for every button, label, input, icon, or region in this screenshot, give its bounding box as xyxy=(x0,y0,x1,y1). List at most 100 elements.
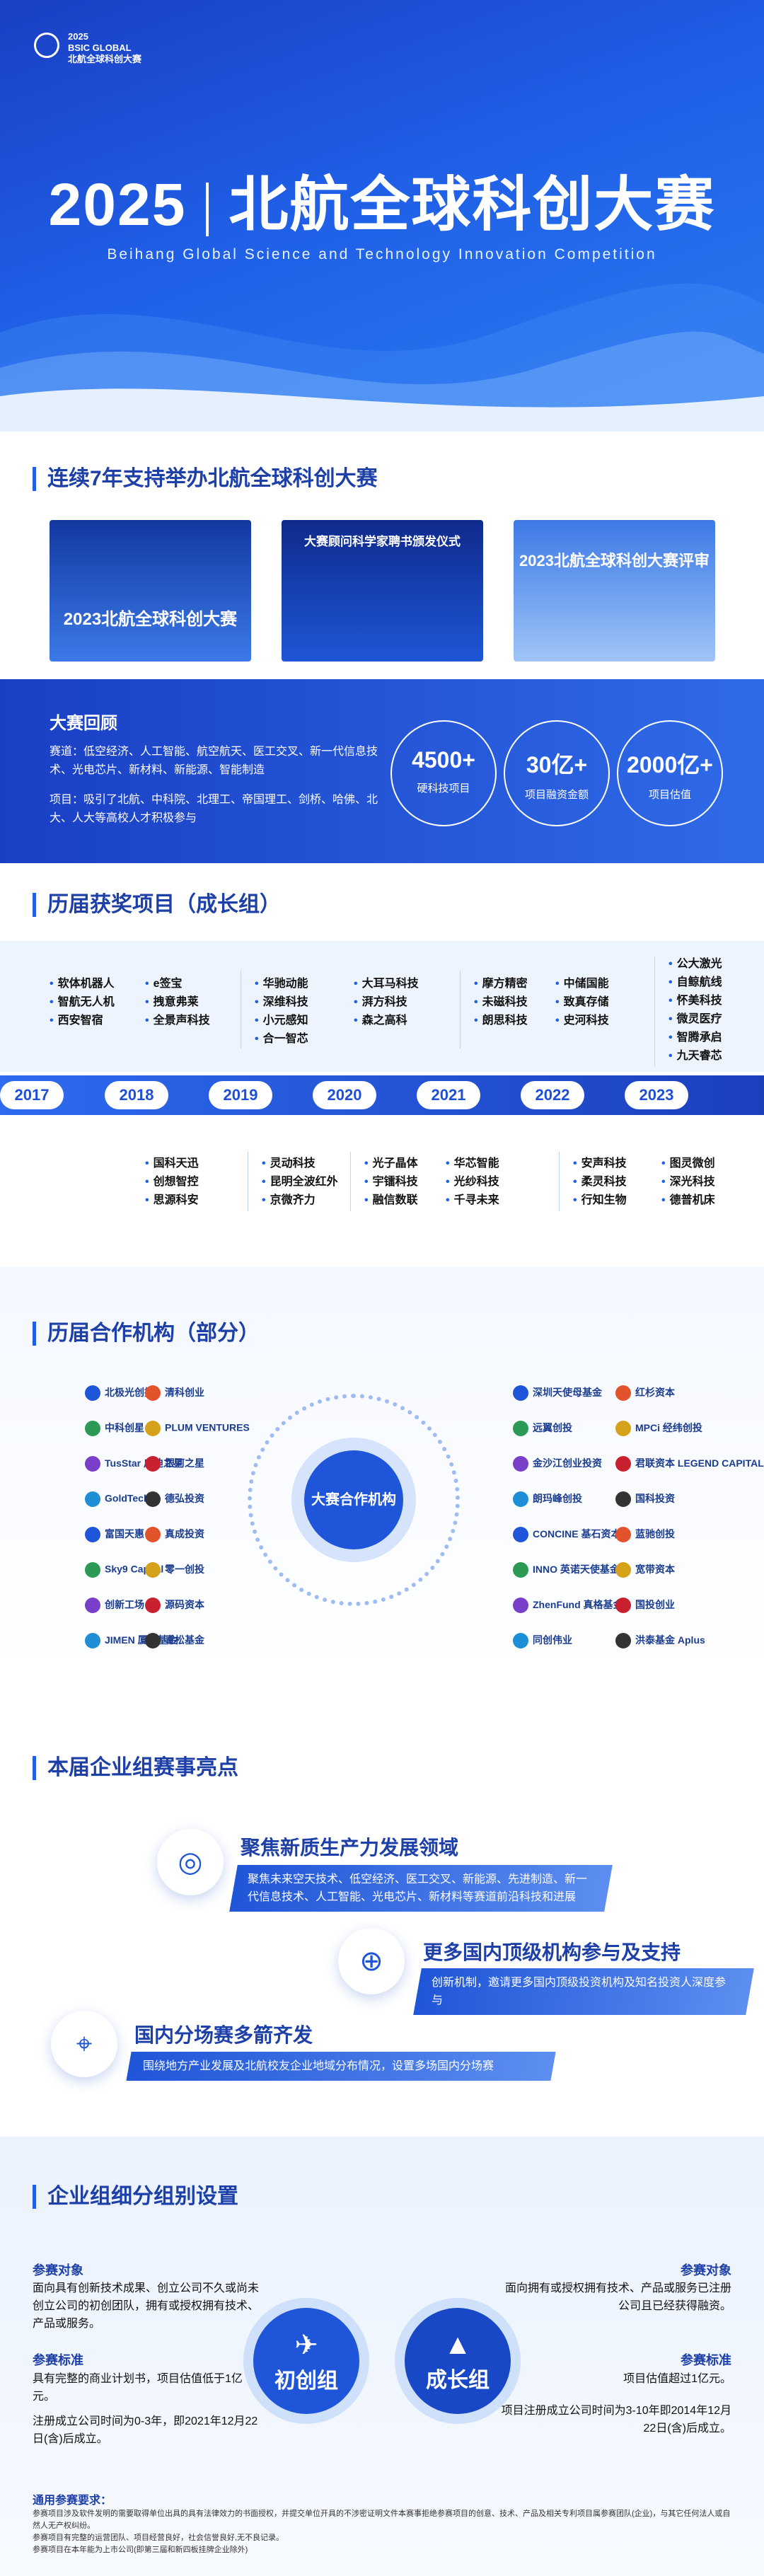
partner-logo: 同创伟业 xyxy=(513,1633,572,1649)
partner-logo: 富国天惠 xyxy=(85,1527,144,1543)
growth-obj-heading: 参赛对象 xyxy=(681,2263,731,2277)
year-2022: 2022 xyxy=(521,1081,584,1109)
groups-title: 企业组细分组别设置 xyxy=(33,2185,238,2209)
photo-ceremony: 2023北航全球科创大赛 xyxy=(50,520,251,662)
award-col-4: 大耳马科技湃方科技森之高科 xyxy=(354,975,419,1030)
partner-mark-icon xyxy=(145,1385,161,1402)
partner-mark-icon xyxy=(85,1527,100,1543)
partner-logo: 国科投资 xyxy=(615,1491,675,1508)
partner-logo: 国投创业 xyxy=(615,1598,675,1614)
photo-caption-3: 2023北航全球科创大赛评审 xyxy=(519,552,710,570)
partner-mark-icon xyxy=(513,1598,528,1614)
partner-logo: 青松基金 xyxy=(145,1633,204,1649)
award-col-3: 华驰动能深维科技小元感知合一智芯 xyxy=(255,975,308,1049)
growth-obj-text: 面向拥有或授权拥有技术、产品或服务已注册公司且已经获得融资。 xyxy=(504,2282,731,2312)
partners-ring xyxy=(248,1394,460,1606)
rocket-icon: ✈ xyxy=(294,2330,318,2361)
requirement-1: 参赛项目涉及软件发明的需要取得单位出具的具有法律效力的书面授权，并提交单位开具的… xyxy=(33,2509,731,2530)
title-year: 2025 xyxy=(48,171,187,238)
partner-mark-icon xyxy=(513,1633,528,1649)
partner-mark-icon xyxy=(85,1562,100,1578)
growth-date-text: 项目注册成立公司时间为3-10年即2014年12月22日(含)后成立。 xyxy=(501,2405,731,2435)
award-col-1: 软体机器人智航无人机西安智宿 xyxy=(50,975,115,1030)
growth-std-text: 项目估值超过1亿元。 xyxy=(623,2373,731,2385)
partner-mark-icon xyxy=(513,1527,528,1543)
startup-std-text: 具有完整的商业计划书，项目估值低于1亿元。 xyxy=(33,2373,243,2403)
partner-logo: 朗玛峰创投 xyxy=(513,1491,582,1508)
partner-mark-icon xyxy=(513,1491,528,1508)
partner-logo: GoldTech xyxy=(85,1491,150,1507)
partner-logo: PLUM VENTURES xyxy=(145,1421,250,1436)
requirement-2: 参赛项目有完整的运营团队、项目经营良好，社会信誉良好,无不良记录。 xyxy=(33,2534,284,2542)
requirements-list: 参赛项目涉及软件发明的需要取得单位出具的具有法律效力的书面授权，并提交单位开具的… xyxy=(33,2508,733,2556)
startup-std-heading: 参赛标准 xyxy=(33,2353,83,2367)
stat-projects: 4500+硬科技项目 xyxy=(390,720,497,826)
award-col-6: 中储国能致真存储史河科技 xyxy=(555,975,609,1030)
growth-group-badge: ▲成长组 xyxy=(405,2308,511,2414)
partner-logo: ZhenFund 真格基金 xyxy=(513,1598,623,1614)
partner-logo: 零一创投 xyxy=(145,1562,204,1578)
highlight-2-text: 创新机制，邀请更多国内顶级投资机构及知名投资人深度参与 xyxy=(413,1968,754,2015)
partner-logo: 红杉资本 xyxy=(615,1385,675,1402)
partner-mark-icon xyxy=(85,1491,100,1507)
wave-decoration xyxy=(0,283,764,432)
brand-en: BSIC GLOBAL xyxy=(68,42,132,53)
highlight-1-text: 聚焦未来空天技术、低空经济、医工交叉、新能源、先进制造、新一代信息技术、人工智能… xyxy=(229,1865,613,1912)
groups-bg xyxy=(0,2137,764,2576)
photo-caption-2: 大赛顾问科学家聘书颁发仪式 xyxy=(304,535,461,548)
award-b-col-3: 光子晶体宇镭科技融信数联 xyxy=(364,1155,418,1210)
partner-mark-icon xyxy=(615,1527,631,1543)
target-icon: ◎ xyxy=(157,1829,224,1895)
partner-mark-icon xyxy=(513,1562,528,1578)
partner-mark-icon xyxy=(145,1491,161,1508)
partner-mark-icon xyxy=(615,1456,631,1472)
partner-logo: TusStar 启迪之星 xyxy=(85,1456,183,1472)
partner-mark-icon xyxy=(513,1421,528,1437)
partner-mark-icon xyxy=(615,1385,631,1402)
startup-obj-heading: 参赛对象 xyxy=(33,2263,83,2277)
partner-mark-icon xyxy=(145,1527,161,1543)
partner-mark-icon xyxy=(615,1598,631,1614)
award-col-2: e签宝拽意弗莱全景声科技 xyxy=(145,975,210,1030)
partner-mark-icon xyxy=(145,1421,161,1436)
review-tracks: 赛道：低空经济、人工智能、航空航天、医工交叉、新一代信息技术、光电芯片、新材料、… xyxy=(50,746,378,776)
partner-mark-icon xyxy=(145,1562,161,1578)
bsic-logo-icon xyxy=(34,33,59,58)
partner-logo: 德弘投资 xyxy=(145,1491,204,1508)
partner-logo: 清科创业 xyxy=(145,1385,204,1402)
partner-mark-icon xyxy=(615,1491,631,1508)
startup-date-text: 注册成立公司时间为0-3年，即2021年12月22日(含)后成立。 xyxy=(33,2415,258,2445)
review-projects: 项目：吸引了北航、中科院、北理工、帝国理工、剑桥、哈佛、北大、人大等高校人才积极… xyxy=(50,794,378,824)
highlight-1-title: 聚焦新质生产力发展领域 xyxy=(241,1837,459,1859)
partner-logo: 银河之星 xyxy=(145,1456,204,1472)
requirements-heading: 通用参赛要求： xyxy=(33,2495,112,2507)
partner-logo: 蓝驰创投 xyxy=(615,1527,675,1543)
history-title: 连续7年支持举办北航全球科创大赛 xyxy=(33,467,378,491)
growth-std-heading: 参赛标准 xyxy=(681,2353,731,2367)
brand-cn: 北航全球科创大赛 xyxy=(68,54,142,64)
photo-review: 2023北航全球科创大赛评审 xyxy=(514,520,715,662)
partners-center: 大赛合作机构 xyxy=(304,1450,403,1549)
award-col-5: 摩方精密未磁科技朗思科技 xyxy=(474,975,528,1030)
partners-title: 历届合作机构（部分） xyxy=(33,1322,260,1346)
highlight-2-title: 更多国内顶级机构参与及支持 xyxy=(423,1941,681,1963)
photo-caption-1: 2023北航全球科创大赛 xyxy=(63,610,238,629)
stat-valuation: 2000亿+项目估值 xyxy=(617,720,723,826)
partner-logo: 北极光创投 xyxy=(85,1385,154,1402)
partner-mark-icon xyxy=(85,1456,100,1472)
page-subtitle: Beihang Global Science and Technology In… xyxy=(107,246,657,262)
partner-mark-icon xyxy=(615,1562,631,1578)
year-2021: 2021 xyxy=(417,1081,480,1109)
startup-obj-text: 面向具有创新技术成果、创立公司不久或尚未创立公司的初创团队，拥有或授权拥有技术、… xyxy=(33,2282,260,2330)
partner-mark-icon xyxy=(615,1633,631,1649)
partner-logo: CONCINE 基石资本 xyxy=(513,1527,620,1543)
partner-logo: 洪泰基金 Aplus xyxy=(615,1633,705,1649)
partner-mark-icon xyxy=(85,1598,100,1614)
partner-mark-icon xyxy=(615,1421,631,1437)
review-heading: 大赛回顾 xyxy=(50,714,117,733)
title-text: 北航全球科创大赛 xyxy=(228,171,716,238)
location-icon: ⌖ xyxy=(51,2011,117,2077)
partner-logo: 深圳天使母基金 xyxy=(513,1385,602,1402)
year-2023: 2023 xyxy=(625,1081,688,1109)
